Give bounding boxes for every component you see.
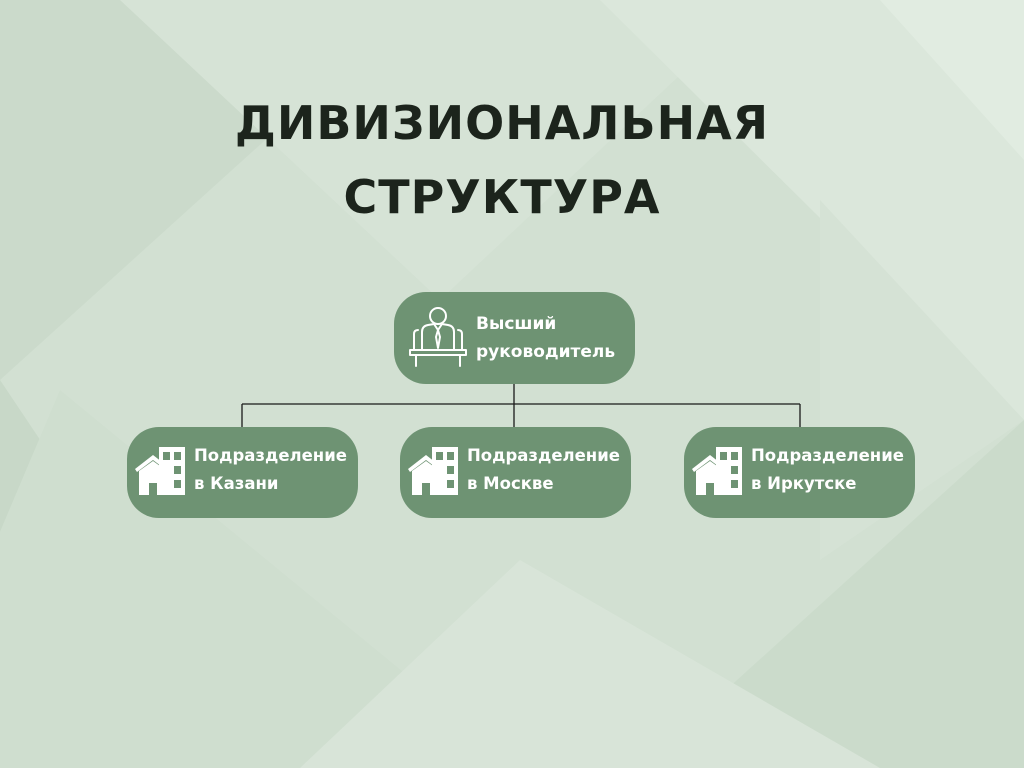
head-label: Высший руководитель xyxy=(476,310,615,366)
buildings-icon xyxy=(692,447,742,495)
head-node: Высший руководитель xyxy=(394,292,635,384)
head-label-line-2: руководитель xyxy=(476,342,616,362)
title-line-1: ДИВИЗИОНАЛЬНАЯ xyxy=(234,96,770,150)
division-node-kazan: Подразделение в Казани xyxy=(127,427,358,518)
division-label-line-1: Подразделение xyxy=(194,446,347,465)
division-label-line-1: Подразделение xyxy=(467,446,620,465)
division-node-moscow: Подразделение в Москве xyxy=(400,427,631,518)
diagram-title: ДИВИЗИОНАЛЬНАЯ СТРУКТУРА xyxy=(0,86,1004,234)
buildings-icon xyxy=(408,447,458,495)
division-label-line-2: в Иркутске xyxy=(751,474,857,493)
division-label: Подразделение в Казани xyxy=(194,442,347,498)
division-label-line-2: в Москве xyxy=(467,474,554,493)
division-label-line-2: в Казани xyxy=(194,474,279,493)
division-node-irkutsk: Подразделение в Иркутске xyxy=(684,427,915,518)
division-label: Подразделение в Москве xyxy=(467,442,620,498)
title-line-2: СТРУКТУРА xyxy=(343,170,661,224)
head-label-line-1: Высший xyxy=(476,314,557,334)
division-label: Подразделение в Иркутске xyxy=(751,442,904,498)
buildings-icon xyxy=(135,447,185,495)
division-label-line-1: Подразделение xyxy=(751,446,904,465)
executive-at-desk-icon xyxy=(409,307,467,367)
